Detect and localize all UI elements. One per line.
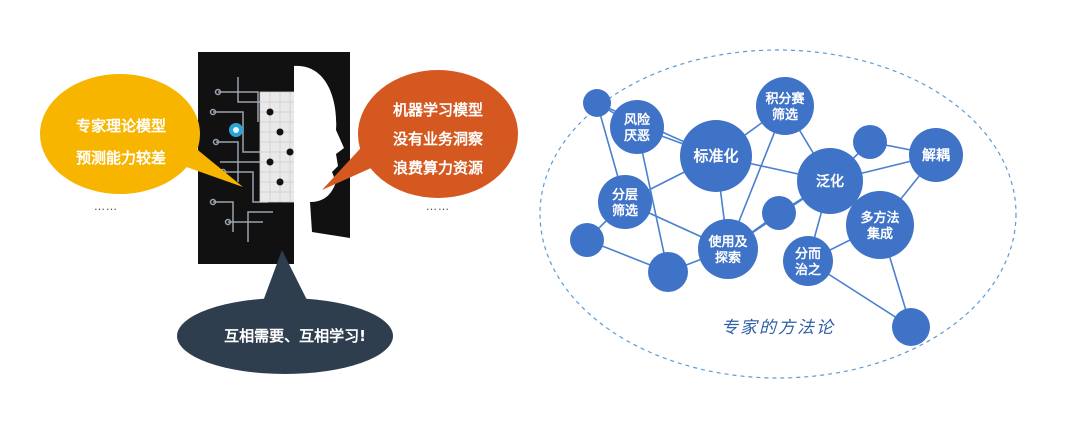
yellow-bubble-text: 专家理论模型 预测能力较差 bbox=[58, 110, 184, 174]
node-layer bbox=[598, 175, 652, 229]
node-divide bbox=[783, 236, 833, 286]
node-small-6 bbox=[892, 308, 930, 346]
human-profile-silhouette bbox=[294, 65, 350, 264]
node-integrate bbox=[846, 191, 914, 259]
node-score bbox=[756, 77, 814, 135]
node-risk bbox=[610, 100, 664, 154]
node-explore-line1: 使用及 bbox=[707, 234, 748, 250]
node-small-3 bbox=[648, 252, 688, 292]
node-explore bbox=[698, 219, 758, 279]
go-board-grid bbox=[259, 91, 297, 203]
node-small-5 bbox=[853, 125, 887, 159]
network-nodes bbox=[570, 77, 963, 346]
ellipsis-right: …… bbox=[426, 200, 450, 213]
node-divide-line2: 治之 bbox=[795, 262, 821, 278]
circuit-pattern bbox=[209, 77, 273, 242]
go-stones bbox=[266, 108, 294, 186]
node-generalize-label: 泛化 bbox=[816, 173, 844, 190]
node-integrate-line2: 集成 bbox=[866, 226, 893, 242]
yellow-speech-bubble bbox=[40, 74, 243, 194]
ellipsis-left: …… bbox=[94, 200, 118, 213]
node-labels: 风险 厌恶 标准化 积分赛 筛选 分层 筛选 使用及 探索 泛化 解耦 多方法 … bbox=[612, 91, 950, 278]
node-standard-label: 标准化 bbox=[692, 147, 738, 165]
node-decouple-label: 解耦 bbox=[922, 147, 950, 164]
navy-speech-bubble bbox=[177, 250, 393, 374]
node-divide-line1: 分而 bbox=[795, 246, 821, 262]
expert-methodology-network: 风险 厌恶 标准化 积分赛 筛选 分层 筛选 使用及 探索 泛化 解耦 多方法 … bbox=[539, 49, 1017, 379]
yellow-bubble-line1: 专家理论模型 bbox=[75, 117, 166, 135]
node-integrate-line1: 多方法 bbox=[860, 210, 899, 226]
yellow-bubble-line2: 预测能力较差 bbox=[75, 149, 166, 167]
orange-speech-bubble bbox=[322, 70, 518, 198]
orange-bubble-text: 机器学习模型 没有业务洞察 浪费算力资源 bbox=[378, 96, 498, 183]
node-small-2 bbox=[570, 223, 604, 257]
navy-bubble-text: 互相需要、互相学习! bbox=[224, 327, 366, 345]
node-score-line2: 筛选 bbox=[772, 107, 798, 123]
node-small-1 bbox=[583, 89, 611, 117]
methodology-caption: 专家的方法论 bbox=[721, 318, 835, 338]
orange-bubble-line1: 机器学习模型 bbox=[392, 101, 483, 119]
node-small-4 bbox=[762, 196, 796, 230]
node-standard bbox=[680, 120, 752, 192]
dashed-boundary-ellipse bbox=[539, 49, 1017, 379]
orange-bubble-line3: 浪费算力资源 bbox=[392, 159, 483, 177]
node-generalize bbox=[797, 148, 863, 214]
node-score-line1: 积分赛 bbox=[765, 91, 805, 107]
node-layer-line2: 筛选 bbox=[612, 203, 638, 219]
node-decouple bbox=[909, 128, 963, 182]
ai-human-head-image bbox=[198, 52, 350, 264]
node-layer-line1: 分层 bbox=[612, 187, 638, 203]
orange-bubble-line2: 没有业务洞察 bbox=[392, 130, 483, 148]
node-explore-line2: 探索 bbox=[715, 250, 741, 266]
node-risk-line1: 风险 bbox=[624, 112, 651, 128]
node-risk-line2: 厌恶 bbox=[624, 129, 650, 144]
